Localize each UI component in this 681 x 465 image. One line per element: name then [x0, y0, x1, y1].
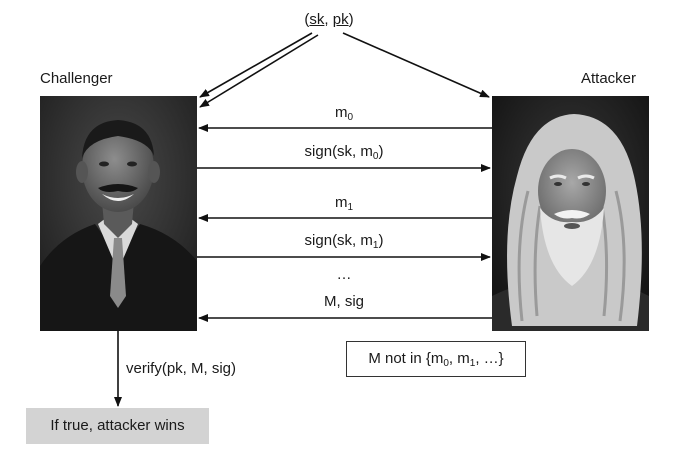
result-box: If true, attacker wins: [26, 408, 209, 444]
verify-label: verify(pk, M, sig): [126, 360, 237, 377]
message-label-m1: m1: [334, 194, 354, 213]
attacker-label: Attacker: [581, 70, 637, 87]
attacker-portrait-image: [492, 96, 649, 331]
message-label-sign-m0: sign(sk, m0): [304, 143, 384, 162]
challenger-portrait-image: [40, 96, 197, 331]
condition-text: M not in {m0, m1, …}: [368, 350, 504, 369]
secret-key: sk: [309, 11, 325, 28]
keypair-label: (sk, pk): [304, 11, 354, 28]
challenger-photo: [40, 96, 197, 331]
public-key: pk: [332, 11, 349, 28]
forgery-label: M, sig: [323, 293, 365, 310]
attacker-photo: [492, 96, 649, 331]
message-label-m0: m0: [334, 104, 354, 123]
challenger-label: Challenger: [40, 70, 113, 87]
condition-box: M not in {m0, m1, …}: [346, 341, 526, 377]
keypair-arrow-2: [199, 34, 319, 108]
ellipsis-label: …: [336, 266, 352, 283]
result-text: If true, attacker wins: [50, 417, 185, 434]
keypair-arrow-to-attacker: [342, 32, 490, 98]
message-label-sign-m1: sign(sk, m1): [304, 232, 384, 251]
keypair-arrow-1: [199, 32, 313, 98]
